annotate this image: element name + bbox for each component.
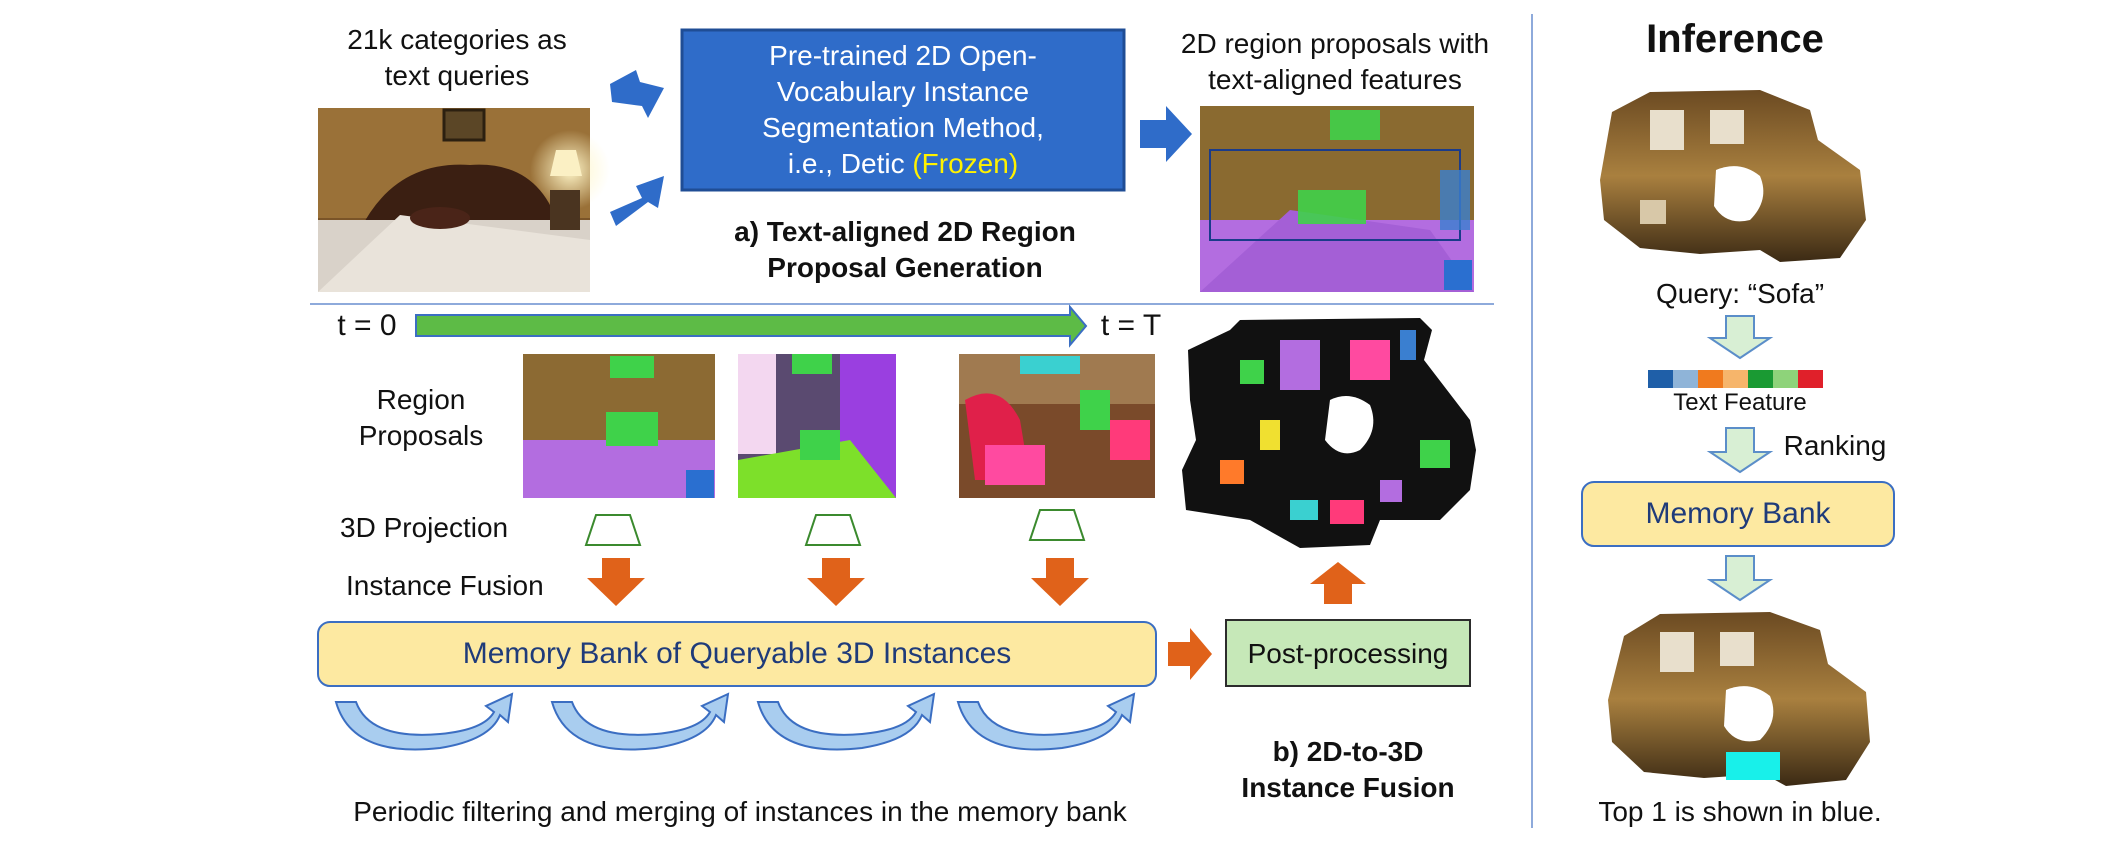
projection-trapezoid-3 — [1028, 509, 1086, 541]
timeline-arrow — [415, 304, 1088, 348]
caption-a-line1: a) Text-aligned 2D Region — [734, 216, 1076, 247]
region-proposals-label: Region Proposals — [340, 382, 502, 454]
model-box-line3: Segmentation Method, — [762, 112, 1044, 143]
inference-scene-result — [1608, 612, 1870, 786]
fusion-label: Instance Fusion — [346, 570, 544, 601]
region-proposal-frame-1 — [523, 354, 715, 498]
region-proposal-frame-3 — [959, 354, 1155, 498]
curved-arrow-1 — [334, 692, 514, 751]
arrow-model-to-proposals — [1140, 106, 1192, 162]
projection-trapezoid-1 — [584, 514, 642, 546]
post-processing-box — [1225, 619, 1471, 687]
memory-bank-label: Memory Bank of Queryable 3D Instances — [462, 637, 1012, 670]
curved-arrow-2 — [550, 692, 730, 751]
region-label-line2: Proposals — [358, 420, 484, 451]
projection-label: 3D Projection — [340, 512, 509, 543]
caption-a-line2: Proposal Generation — [767, 252, 1043, 283]
text-feature-label: Text Feature — [1673, 389, 1807, 416]
caption-b: b) 2D-to-3D Instance Fusion — [1226, 734, 1470, 806]
inference-scene-top — [1600, 90, 1866, 262]
query-text-line1: 21k categories as — [347, 24, 567, 55]
inference-memory-bank-label: Memory Bank — [1645, 497, 1831, 530]
curved-arrow-3 — [756, 692, 936, 751]
output-line2: text-aligned features — [1208, 64, 1462, 95]
ranking-label: Ranking — [1783, 430, 1887, 461]
sofa-result-highlight — [1726, 752, 1780, 780]
inference-arrow-2 — [1706, 427, 1774, 474]
caption-b-line2: Instance Fusion — [1241, 772, 1455, 803]
region-proposal-frame-2 — [738, 354, 896, 498]
inference-arrow-1 — [1706, 315, 1774, 360]
inference-title: Inference — [1646, 17, 1824, 61]
model-box-line2: Vocabulary Instance — [776, 76, 1030, 107]
query-text-label: 21k categories as text queries — [312, 22, 602, 94]
arrow-image-to-model — [610, 176, 664, 226]
inference-arrow-3 — [1706, 555, 1774, 602]
post-processing-label: Post-processing — [1247, 638, 1449, 669]
fusion-arrow-3 — [1031, 558, 1089, 606]
curved-arrow-4 — [956, 692, 1136, 751]
output-proposals-photo — [1200, 106, 1474, 292]
arrow-post-processing-up — [1310, 562, 1366, 604]
model-box-line4: i.e., Detic — [787, 148, 905, 179]
output-label: 2D region proposals with text-aligned fe… — [1160, 26, 1510, 98]
output-line1: 2D region proposals with — [1180, 28, 1490, 59]
projection-trapezoid-2 — [804, 514, 862, 546]
caption-a: a) Text-aligned 2D Region Proposal Gener… — [690, 214, 1120, 286]
text-feature-cell — [1798, 370, 1823, 388]
frozen-label: (Frozen) — [912, 148, 1019, 179]
text-feature-cell — [1698, 370, 1723, 388]
region-label-line1: Region — [376, 384, 466, 415]
text-feature-bar — [1648, 370, 1823, 388]
caption-b-line1: b) 2D-to-3D — [1272, 736, 1424, 767]
inference-memory-bank-box — [1581, 481, 1895, 547]
t-start-label: t = 0 — [337, 309, 397, 342]
arrow-to-post-processing — [1168, 628, 1212, 680]
query-label: Query: “Sofa” — [1655, 278, 1825, 309]
input-bedroom-photo — [318, 108, 610, 292]
arrow-text-to-model — [610, 70, 664, 118]
periodic-caption: Periodic filtering and merging of instan… — [353, 796, 1127, 827]
model-box-text: Pre-trained 2D Open- Vocabulary Instance… — [682, 38, 1124, 182]
fusion-arrow-1 — [587, 558, 645, 606]
result-caption: Top 1 is shown in blue. — [1598, 796, 1882, 827]
text-feature-cell — [1673, 370, 1698, 388]
text-feature-cell — [1723, 370, 1748, 388]
text-feature-cell — [1773, 370, 1798, 388]
model-box-line1: Pre-trained 2D Open- — [769, 40, 1037, 71]
memory-bank-box — [317, 621, 1157, 687]
text-feature-cell — [1748, 370, 1773, 388]
model-box-line4-wrap: i.e., Detic (Frozen) — [682, 146, 1124, 182]
query-text-line2: text queries — [384, 60, 530, 91]
instance-fusion-3d-map — [1182, 318, 1476, 548]
text-feature-cell — [1648, 370, 1673, 388]
fusion-arrow-2 — [807, 558, 865, 606]
model-box — [680, 28, 1126, 192]
t-end-label: t = T — [1100, 309, 1162, 342]
